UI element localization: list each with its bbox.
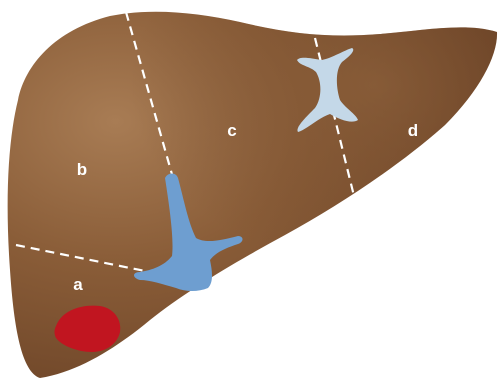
segment-label-b: b	[77, 160, 87, 179]
segment-label-d: d	[408, 121, 418, 140]
segment-label-a: a	[73, 275, 83, 294]
segment-label-c: c	[227, 121, 236, 140]
